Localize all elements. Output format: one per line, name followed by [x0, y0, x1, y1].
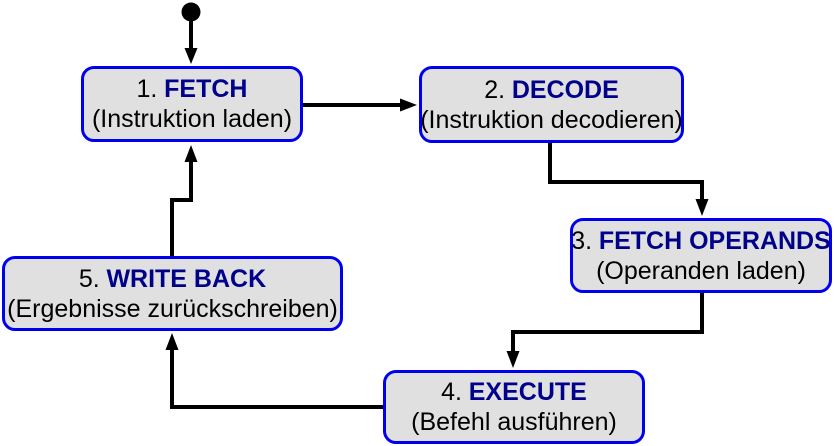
state-execute: 4.EXECUTE (Befehl ausführen)	[383, 370, 645, 444]
state-number: 3.	[571, 226, 593, 255]
state-name: FETCH	[164, 75, 248, 103]
state-title: 4.EXECUTE	[441, 377, 587, 407]
arrowhead-icon	[506, 351, 520, 368]
state-subtitle: (Operanden laden)	[596, 256, 806, 285]
state-title: 3.FETCH OPERANDS	[571, 226, 831, 256]
state-name: EXECUTE	[468, 378, 587, 406]
state-name: WRITE BACK	[106, 264, 267, 293]
arrowhead-icon	[695, 199, 709, 216]
state-subtitle: (Ergebnisse zurückschreiben)	[7, 294, 338, 323]
state-fetch-operands: 3.FETCH OPERANDS (Operanden laden)	[570, 218, 832, 293]
state-subtitle: (Instruktion laden)	[91, 105, 293, 133]
state-subtitle: (Befehl ausführen)	[411, 408, 617, 436]
state-name: DECODE	[511, 75, 619, 104]
transition-fetch-operands-to-execute	[506, 293, 704, 368]
state-number: 2.	[484, 75, 506, 104]
state-title: 5.WRITE BACK	[79, 264, 266, 294]
arrowhead-icon	[400, 98, 417, 112]
transition-decode-to-fetch-operands	[548, 143, 709, 216]
state-number: 5.	[78, 264, 100, 293]
arrowhead-icon	[165, 333, 179, 350]
arrowhead-icon	[184, 48, 198, 64]
transition-write-back-to-fetch	[170, 145, 198, 256]
transition-start-to-fetch	[184, 21, 198, 64]
state-number: 1.	[136, 75, 158, 103]
initial-state-icon	[181, 2, 201, 22]
state-write-back: 5.WRITE BACK (Ergebnisse zurückschreiben…	[2, 256, 343, 331]
state-title: 2.DECODE	[484, 75, 619, 105]
transition-fetch-to-decode	[303, 98, 417, 112]
state-number: 4.	[441, 378, 462, 406]
transition-execute-to-write-back	[165, 333, 383, 409]
state-name: FETCH OPERANDS	[598, 226, 831, 255]
arrowhead-icon	[184, 145, 198, 162]
state-decode: 2.DECODE (Instruktion decodieren)	[419, 66, 684, 143]
state-fetch: 1.FETCH (Instruktion laden)	[81, 66, 303, 142]
state-title: 1.FETCH	[137, 74, 248, 104]
state-subtitle: (Instruktion decodieren)	[420, 105, 683, 134]
